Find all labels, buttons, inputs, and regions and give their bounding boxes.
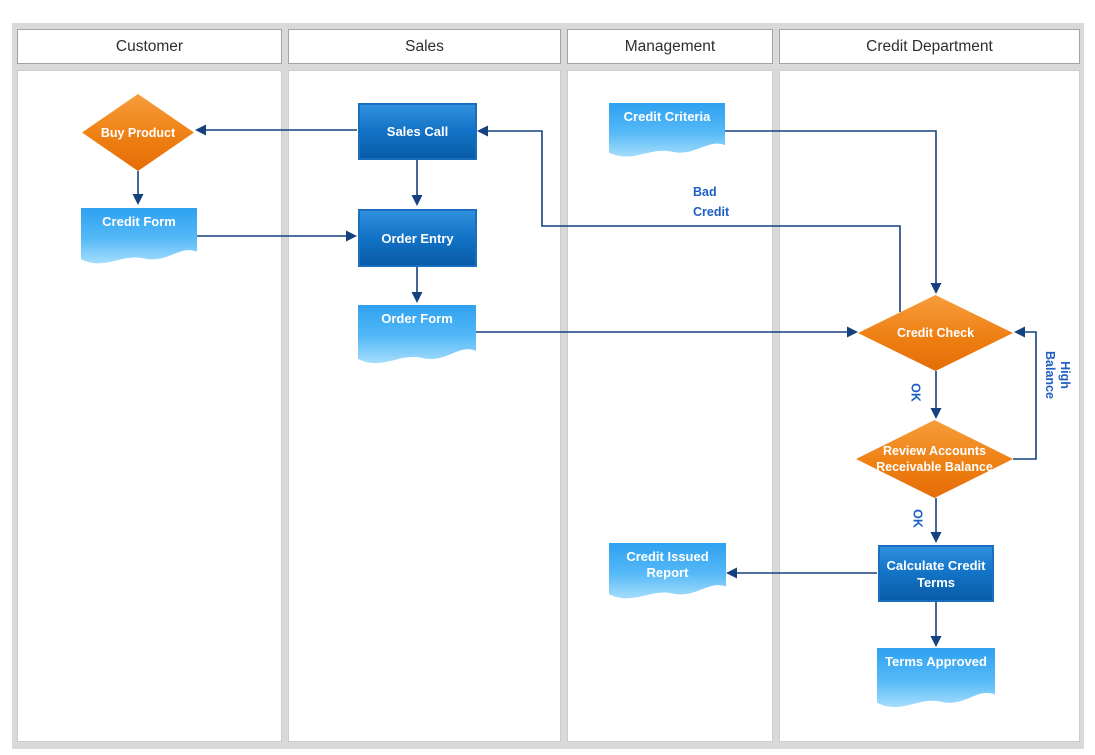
lane-body-customer bbox=[17, 70, 282, 742]
node-label: Credit Issued Report bbox=[626, 549, 709, 580]
connector-credit-criteria-to-credit-check bbox=[725, 130, 942, 294]
document-shape bbox=[358, 305, 476, 364]
node-credit-criteria: Credit Criteria bbox=[609, 103, 725, 161]
lane-title: Sales bbox=[405, 37, 444, 55]
node-calculate-credit-terms: Calculate Credit Terms bbox=[878, 545, 994, 602]
connector-calculate-terms-to-credit-issued-report bbox=[726, 567, 877, 579]
connector-sales-call-to-buy-product bbox=[195, 124, 357, 136]
connector-calculate-terms-to-terms-approved bbox=[930, 602, 942, 647]
node-label: Credit Check bbox=[896, 326, 975, 340]
node-label: Sales Call bbox=[386, 124, 449, 139]
node-label: Calculate Credit bbox=[886, 557, 986, 573]
lane-header-sales: Sales bbox=[288, 29, 561, 64]
node-label: Terms bbox=[916, 574, 956, 590]
lane-header-credit-department: Credit Department bbox=[779, 29, 1080, 64]
document-shape bbox=[81, 208, 197, 264]
edge-label-ok-1: OK bbox=[908, 383, 923, 402]
edge-label-bad-credit: Bad Credit bbox=[693, 185, 730, 219]
node-credit-issued-report: Credit Issued Report bbox=[609, 543, 726, 603]
node-label: Terms Approved bbox=[885, 654, 987, 669]
node-label: Review Accounts bbox=[882, 444, 987, 458]
connector-bad-credit-to-sales-call bbox=[477, 125, 901, 312]
lane-body-management bbox=[567, 70, 773, 742]
lane-header-management: Management bbox=[567, 29, 773, 64]
node-label: Receivable Balance bbox=[876, 460, 993, 474]
edge-label-ok-2: OK bbox=[910, 509, 925, 528]
edge-label-high-balance: High Balance bbox=[1043, 351, 1072, 399]
node-sales-call: Sales Call bbox=[358, 103, 477, 160]
node-label: Order Form bbox=[381, 311, 453, 326]
node-terms-approved: Terms Approved bbox=[877, 648, 995, 712]
node-credit-form: Credit Form bbox=[81, 208, 197, 268]
connector-credit-form-to-order-entry bbox=[197, 230, 357, 242]
lane-header-customer: Customer bbox=[17, 29, 282, 64]
document-shape bbox=[609, 103, 725, 157]
node-label: Order Entry bbox=[381, 230, 454, 246]
connector-review-high-balance-to-credit-check bbox=[1013, 326, 1037, 460]
lane-title: Customer bbox=[115, 37, 184, 55]
connector-order-form-to-credit-check bbox=[476, 326, 858, 338]
node-label: Credit Criteria bbox=[623, 109, 711, 124]
connector-review-to-calculate-terms bbox=[930, 498, 942, 543]
document-shape bbox=[877, 648, 995, 708]
lane-title: Credit Department bbox=[866, 37, 993, 55]
lane-body-credit-department bbox=[779, 70, 1080, 742]
connector-sales-call-to-order-entry bbox=[411, 160, 423, 206]
node-label: Buy Product bbox=[100, 125, 176, 140]
connector-order-entry-to-order-form bbox=[411, 267, 423, 303]
node-label: Credit Form bbox=[102, 214, 176, 229]
node-order-form: Order Form bbox=[358, 305, 476, 368]
document-shape bbox=[609, 543, 726, 599]
lane-body-sales bbox=[288, 70, 561, 742]
connector-credit-check-to-review bbox=[930, 371, 942, 419]
connector-buy-product-to-credit-form bbox=[132, 171, 144, 205]
node-order-entry: Order Entry bbox=[358, 209, 477, 267]
lane-title: Management bbox=[624, 37, 716, 55]
